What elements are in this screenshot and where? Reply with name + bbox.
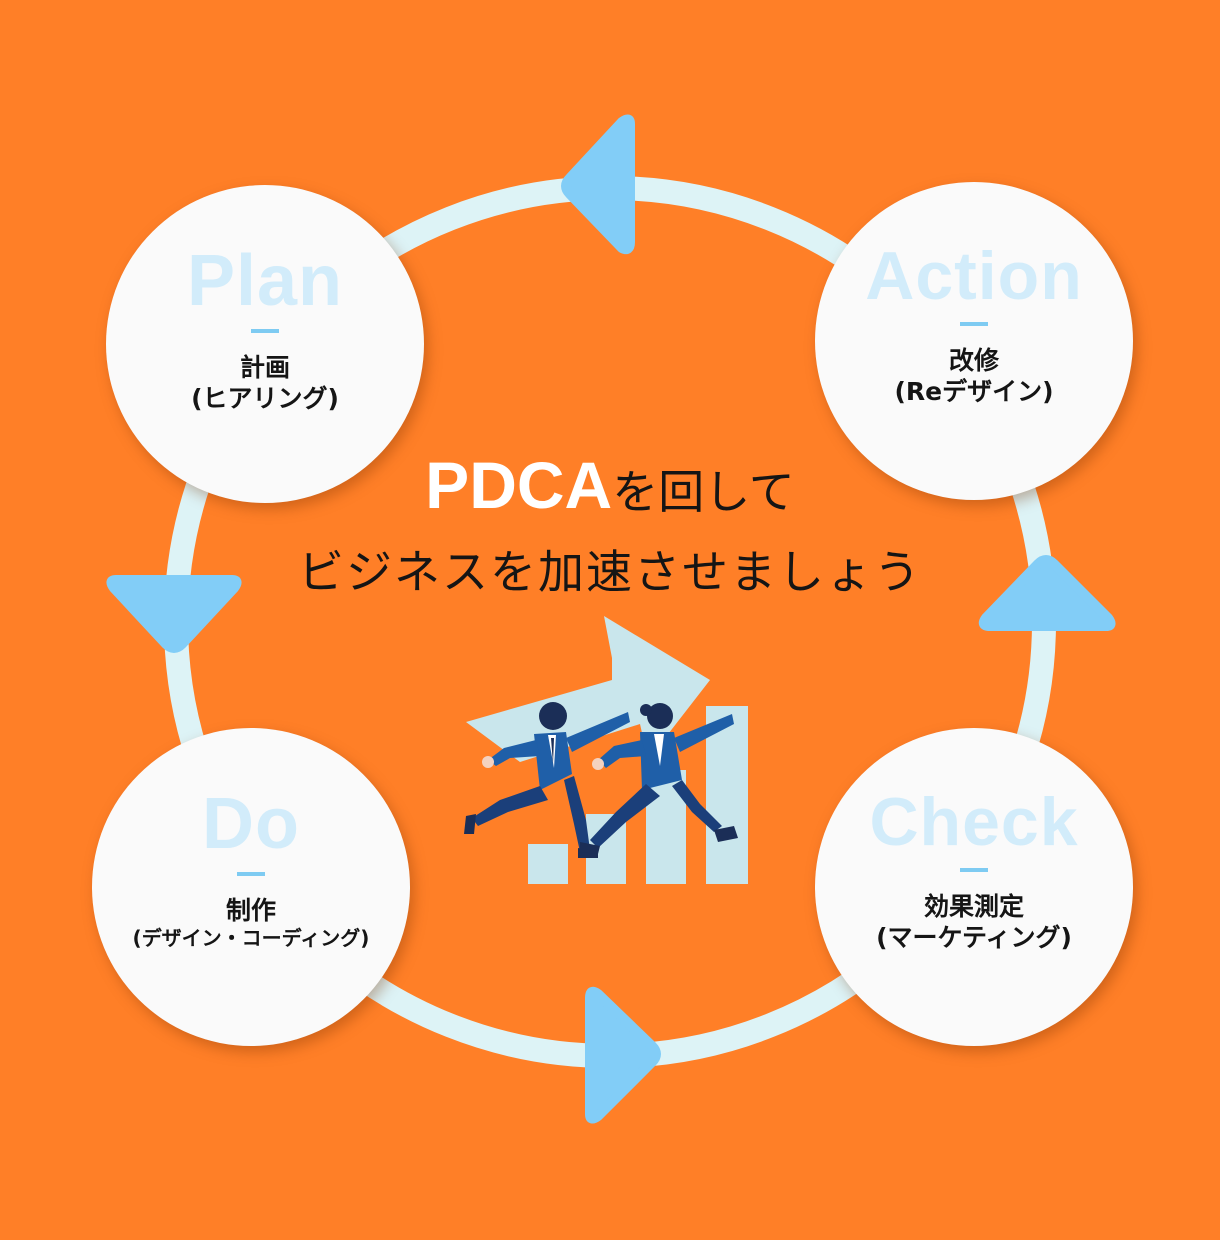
node-do-label-en: Do [202,784,300,864]
node-do-sub: (デザイン・コーディング) [132,926,370,950]
node-do: Do 制作 (デザイン・コーディング) [92,728,410,1046]
node-check-label-en: Check [869,784,1079,860]
node-action-dash [960,322,988,326]
runner-man-icon [464,702,630,858]
headline-pdca: PDCA [425,448,613,522]
node-plan-sub: (ヒアリング) [191,384,339,413]
arrow-right-icon [585,986,661,1124]
node-check: Check 効果測定 (マーケティング) [815,728,1133,1046]
node-plan-title: 計画 [239,353,290,382]
node-check-title: 効果測定 [923,892,1024,921]
headline-rest: を回して [612,465,795,519]
headline-line2: ビジネスを加速させましょう [298,545,922,599]
node-plan-dash [251,329,279,333]
headline-line1: PDCAを回して [0,452,1220,518]
node-do-dash [237,872,265,876]
arrow-up-icon [978,555,1116,631]
arrow-down-icon [106,575,242,653]
node-check-dash [960,868,988,872]
node-plan-label-en: Plan [186,241,344,321]
node-plan: Plan 計画 (ヒアリング) [106,185,424,503]
arrow-left-icon [561,114,635,255]
node-check-sub: (マーケティング) [876,923,1072,952]
node-action-sub: (Reデザイン) [894,377,1054,406]
runner-woman-icon [580,703,738,854]
node-action-title: 改修 [948,346,999,375]
business-people-running-growth-chart-icon [464,616,748,884]
node-do-title: 制作 [225,896,276,925]
node-action-label-en: Action [865,238,1083,314]
headline: PDCAを回して ビジネスを加速させましょう [0,452,1220,602]
node-action: Action 改修 (Reデザイン) [815,182,1133,500]
